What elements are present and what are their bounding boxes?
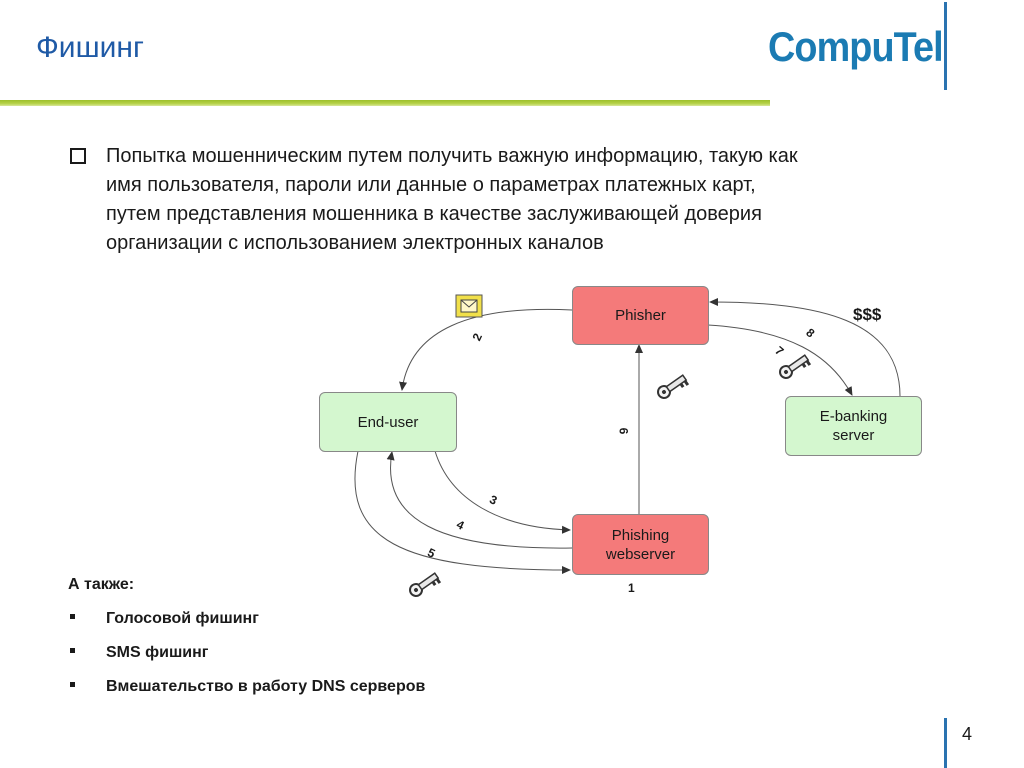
node-end-user-label: End-user (357, 413, 419, 431)
list-item-text: Вмешательство в работу DNS серверов (106, 678, 426, 695)
node-phisher-label: Phisher (615, 307, 666, 324)
node-ebanking-label-line: E-banking (819, 408, 888, 425)
logo-divider (944, 2, 947, 90)
envelope-icon (455, 294, 483, 318)
title-underline (0, 100, 770, 106)
node-ebanking-server: E-banking server (785, 396, 922, 456)
checkbox-bullet-icon (70, 148, 86, 164)
square-bullet-icon (70, 614, 75, 619)
step-label-1: 1 (628, 581, 635, 595)
square-bullet-icon (70, 648, 75, 653)
key-icon (779, 354, 812, 379)
page-title: Фишинг (36, 31, 144, 64)
arrow-step-4 (386, 451, 573, 549)
footer-divider (944, 718, 947, 768)
arrow-step-7 (707, 324, 853, 396)
node-webserver-label-line: webserver (605, 545, 676, 563)
key-icon (657, 374, 690, 399)
definition-text: Попытка мошенническим путем получить важ… (106, 142, 956, 258)
money-label: $$$ (853, 305, 882, 324)
arrow-step-3 (434, 450, 571, 534)
definition-line: организации с использованием электронных… (106, 232, 604, 254)
arrow-step-2 (399, 308, 573, 391)
step-label-6: 6 (616, 427, 631, 435)
node-webserver-label-line: Phishing (611, 526, 670, 544)
square-bullet-icon (70, 682, 75, 687)
node-phishing-webserver: Phishing webserver (572, 514, 709, 575)
arrow-step-8 (709, 298, 901, 397)
key-icon (409, 572, 442, 597)
node-phisher: Phisher (572, 286, 709, 345)
node-ebanking-label-line: server (832, 427, 875, 444)
list-item-text: SMS фишинг (106, 644, 209, 661)
node-end-user: End-user (319, 392, 457, 452)
definition-line: путем представления мошенника в качестве… (106, 203, 762, 225)
arrow-step-5 (354, 450, 571, 574)
definition-line: имя пользователя, пароли или данные о па… (106, 174, 756, 196)
page-number: 4 (962, 724, 973, 744)
company-logo: CompuTel (768, 23, 944, 70)
also-title: А также: (68, 576, 135, 593)
list-item-text: Голосовой фишинг (106, 610, 259, 627)
definition-line: Попытка мошенническим путем получить важ… (106, 145, 798, 167)
